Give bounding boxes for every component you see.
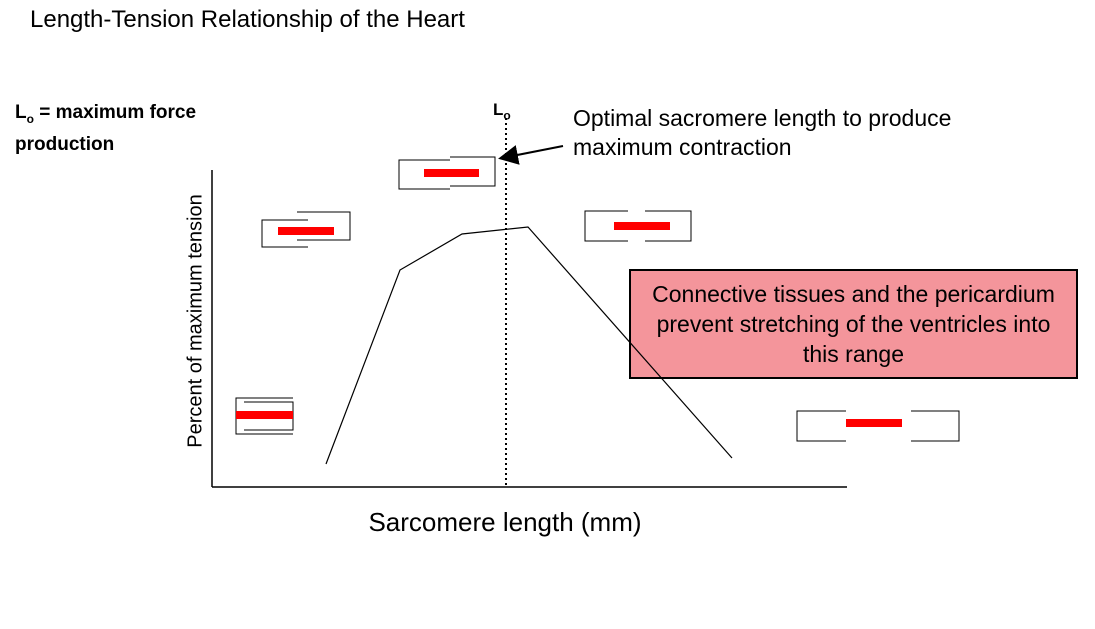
sarcomere-compressed [235, 397, 294, 435]
x-axis-label: Sarcomere length (mm) [368, 507, 642, 537]
tension-curve [325, 226, 733, 465]
sarcomere-overstretched-filament [846, 419, 902, 427]
lo-marker-subscript: o [503, 108, 511, 123]
lo-symbol: L [15, 102, 27, 123]
connective-tissue-callout: Connective tissues and the pericardium p… [629, 269, 1078, 379]
sarcomere-stretched-left [584, 210, 628, 242]
sarcomere-stretched-right [645, 210, 692, 242]
lo-definition: Lo = maximum force production [15, 100, 255, 158]
page-title: Length-Tension Relationship of the Heart [30, 6, 465, 33]
sarcomere-short-left [261, 219, 308, 248]
optimal-length-arrow [498, 145, 564, 165]
sarcomere-overstretched [796, 410, 960, 442]
optimal-length-annotation: Optimal sacromere length to produce maxi… [573, 105, 952, 160]
lo-definition-text: = maximum force production [15, 102, 197, 155]
sarcomere-compressed-filament [236, 411, 293, 419]
sarcomere-short-right [297, 211, 351, 241]
lo-subscript: o [26, 111, 34, 126]
lo-marker-symbol: L [493, 100, 504, 119]
sarcomere-short-filament [278, 227, 334, 235]
sarcomere-short [261, 211, 351, 248]
lo-marker-label: Lo [493, 100, 511, 122]
sarcomere-optimal-left [398, 159, 450, 190]
connective-tissue-text: Connective tissues and the pericardium p… [652, 281, 1055, 367]
sarcomere-overstretched-right [911, 410, 960, 442]
sarcomere-optimal [398, 156, 496, 190]
sarcomere-optimal-filament [424, 169, 479, 177]
sarcomere-optimal-right [450, 156, 496, 187]
sarcomere-overstretched-left [796, 410, 846, 442]
sarcomere-stretched-filament [614, 222, 670, 230]
sarcomere-stretched [584, 210, 692, 242]
